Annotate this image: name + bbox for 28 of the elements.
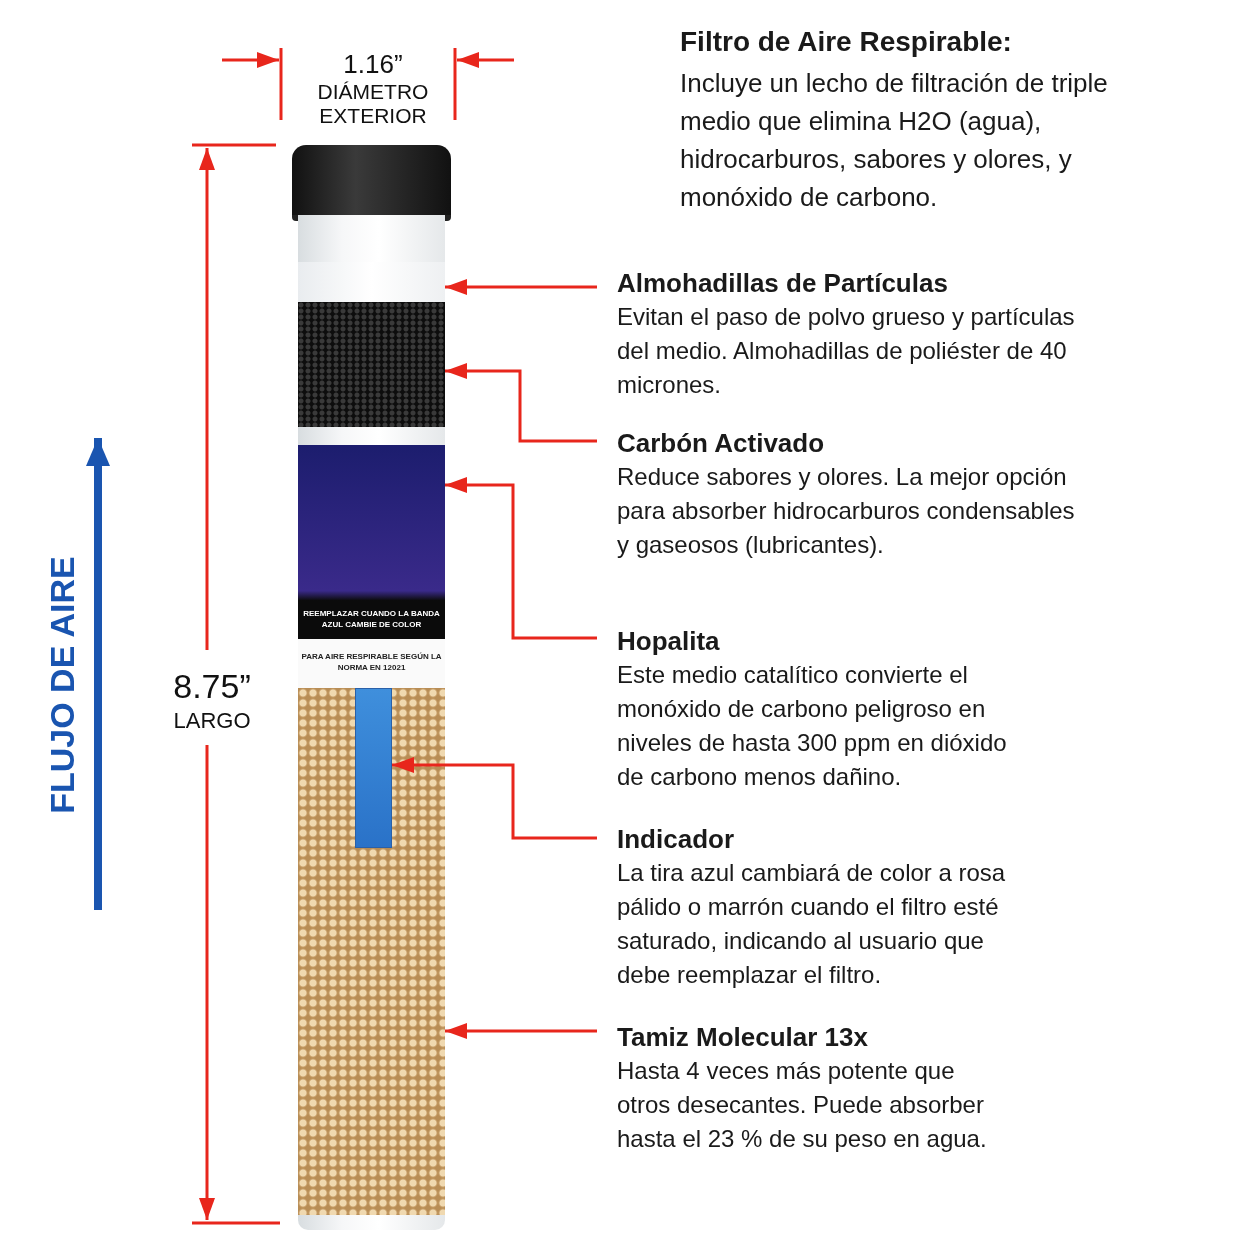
leader-line [445, 1023, 597, 1039]
heading: Filtro de Aire Respirable: [680, 26, 1013, 58]
callout-text: Hasta 4 veces más potente que otros desecantes. Puede absorber hasta el 23 % de su peso en agua. [617, 1056, 988, 1154]
cartridge-label-text: REEMPLAZAR CUANDO LA BANDA AZUL CAMBIE DE COLOR [302, 608, 441, 630]
leader-line [445, 279, 597, 295]
callout-text: Evitan el paso de polvo grueso y partículas del medio. Almohadillas de poliéster de 40 micrones. [617, 302, 1076, 400]
callout-heading: Almohadillas de Partículas [617, 267, 949, 300]
dimension-label: LARGO [172, 708, 252, 734]
callout-heading: Hopalita [617, 625, 721, 658]
callout-heading: Indicador [617, 823, 735, 856]
hopcalite-label-section [298, 445, 445, 688]
molecular-sieve-beads [298, 688, 445, 1215]
dimension-value: 1.16” [342, 50, 404, 80]
leader-line [392, 757, 597, 840]
callout-text: La tira azul cambiará de color a rosa pálido o marrón cuando el filtro esté saturado, indicando al usuario que debe reemplazar el filtro. [617, 858, 1007, 990]
callout-text: Reduce sabores y olores. La mejor opción para absorber hidrocarburos condensables y gaseosos (lubricantes). [617, 462, 1076, 560]
callout-text: Este medio catalítico convierte el monóxido de carbono peligroso en niveles de hasta 300 ppm en dióxido de carbono menos dañino. [617, 660, 1008, 792]
cartridge-label-text: PARA AIRE RESPIRABLE SEGÚN LA NORMA EN 12021 [300, 651, 443, 673]
callout-heading: Tamiz Molecular 13x [617, 1021, 869, 1054]
callout-heading: Carbón Activado [617, 427, 826, 460]
activated-carbon-layer [298, 302, 445, 427]
particle-pad-layer [298, 262, 445, 302]
leader-line [445, 363, 597, 443]
direction-label: FLUJO DE AIRE [42, 556, 82, 814]
dimension-value: 8.75” [172, 667, 252, 707]
dimension-label: DIÁMETRO EXTERIOR [316, 80, 430, 129]
leader-line [445, 477, 597, 640]
description-text: Incluye un lecho de filtración de triple medio que elimina H2O (agua), hidrocarburos, sabores y olores, y monóxido de carbono. [680, 67, 1109, 214]
